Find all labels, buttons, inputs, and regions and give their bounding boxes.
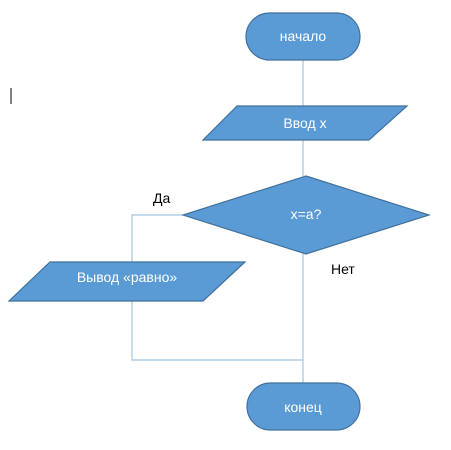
connectors	[131, 60, 304, 383]
output-parallelogram-shape	[7, 261, 247, 302]
no-branch-label: Нет	[331, 261, 355, 277]
connector-decision-yes-branch	[131, 214, 183, 262]
input-label: Ввод x	[283, 115, 326, 131]
input-node: Ввод x	[201, 105, 409, 141]
start-label: начало	[280, 28, 327, 44]
decision-diamond-shape	[181, 175, 431, 255]
start-terminator-shape	[245, 12, 361, 61]
yes-branch-label: Да	[153, 190, 170, 206]
output-label: Вывод «равно»	[77, 269, 178, 285]
input-parallelogram-shape	[201, 105, 409, 141]
start-node: начало	[245, 12, 361, 61]
connector-output-to-merge	[131, 300, 303, 361]
decision-label: x=a?	[291, 206, 322, 222]
output-node: Вывод «равно»	[7, 261, 247, 302]
end-node: конец	[246, 382, 361, 431]
decision-node: x=a?	[181, 175, 431, 255]
end-terminator-shape	[246, 382, 361, 431]
end-label: конец	[284, 399, 322, 415]
